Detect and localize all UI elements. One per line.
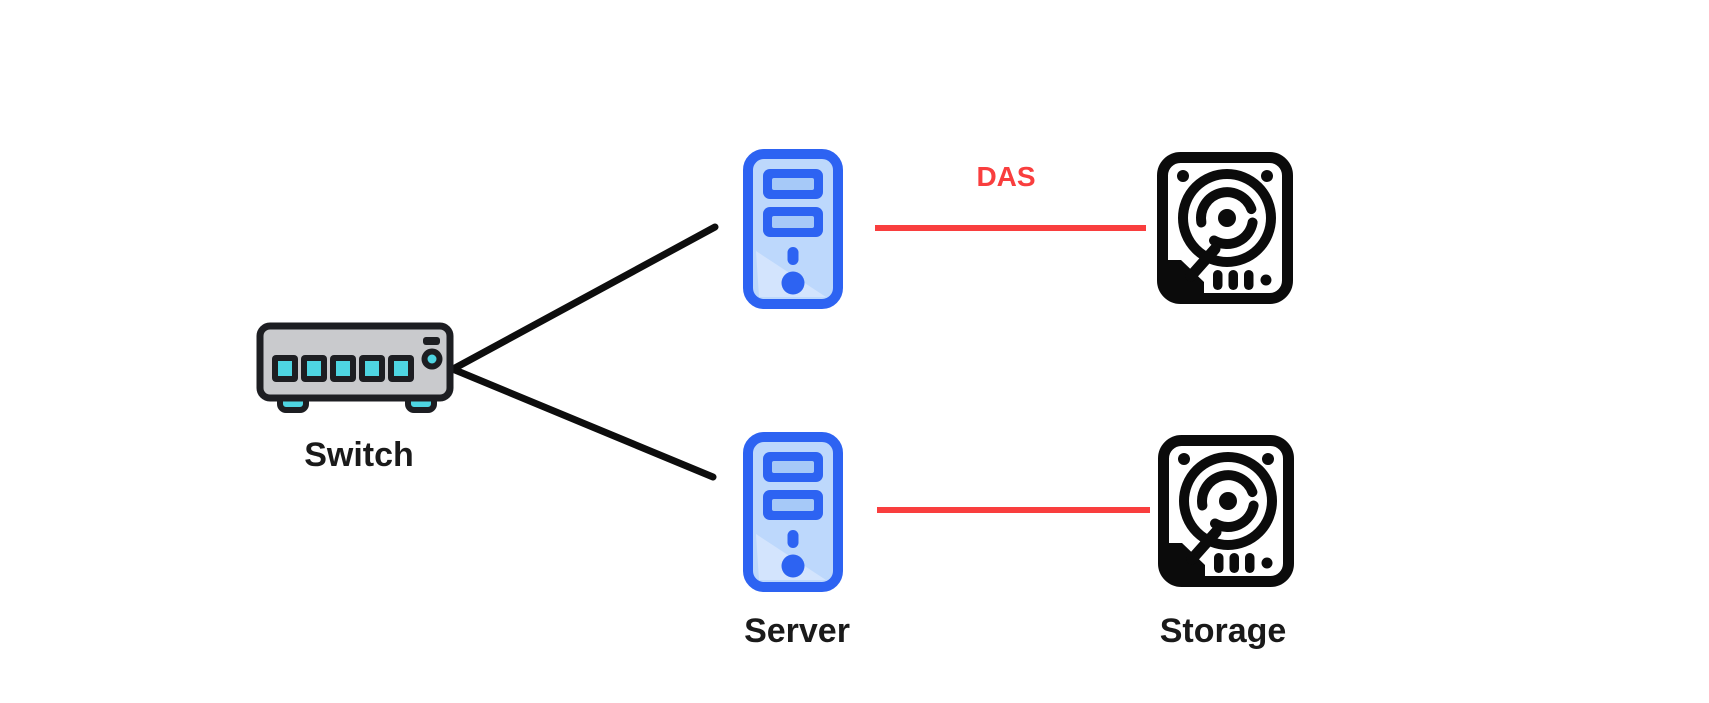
switch-led: [427, 354, 437, 364]
switch-ports: [272, 355, 414, 382]
storage-top-icon: [1157, 152, 1293, 304]
switch-label: Switch: [304, 436, 414, 474]
network-switch-icon: [256, 322, 454, 413]
switch-to-server-bottom-link: [451, 366, 717, 481]
storage-label: Storage: [1159, 612, 1287, 650]
das-link-label: DAS: [976, 161, 1036, 192]
server-top-icon: [743, 148, 843, 310]
storage-bottom-icon: [1158, 435, 1294, 587]
switch-vent-slot: [423, 337, 440, 345]
server-bottom-icon: [743, 432, 843, 592]
server-label: Server: [744, 612, 850, 650]
switch-to-server-top-link: [451, 223, 719, 372]
